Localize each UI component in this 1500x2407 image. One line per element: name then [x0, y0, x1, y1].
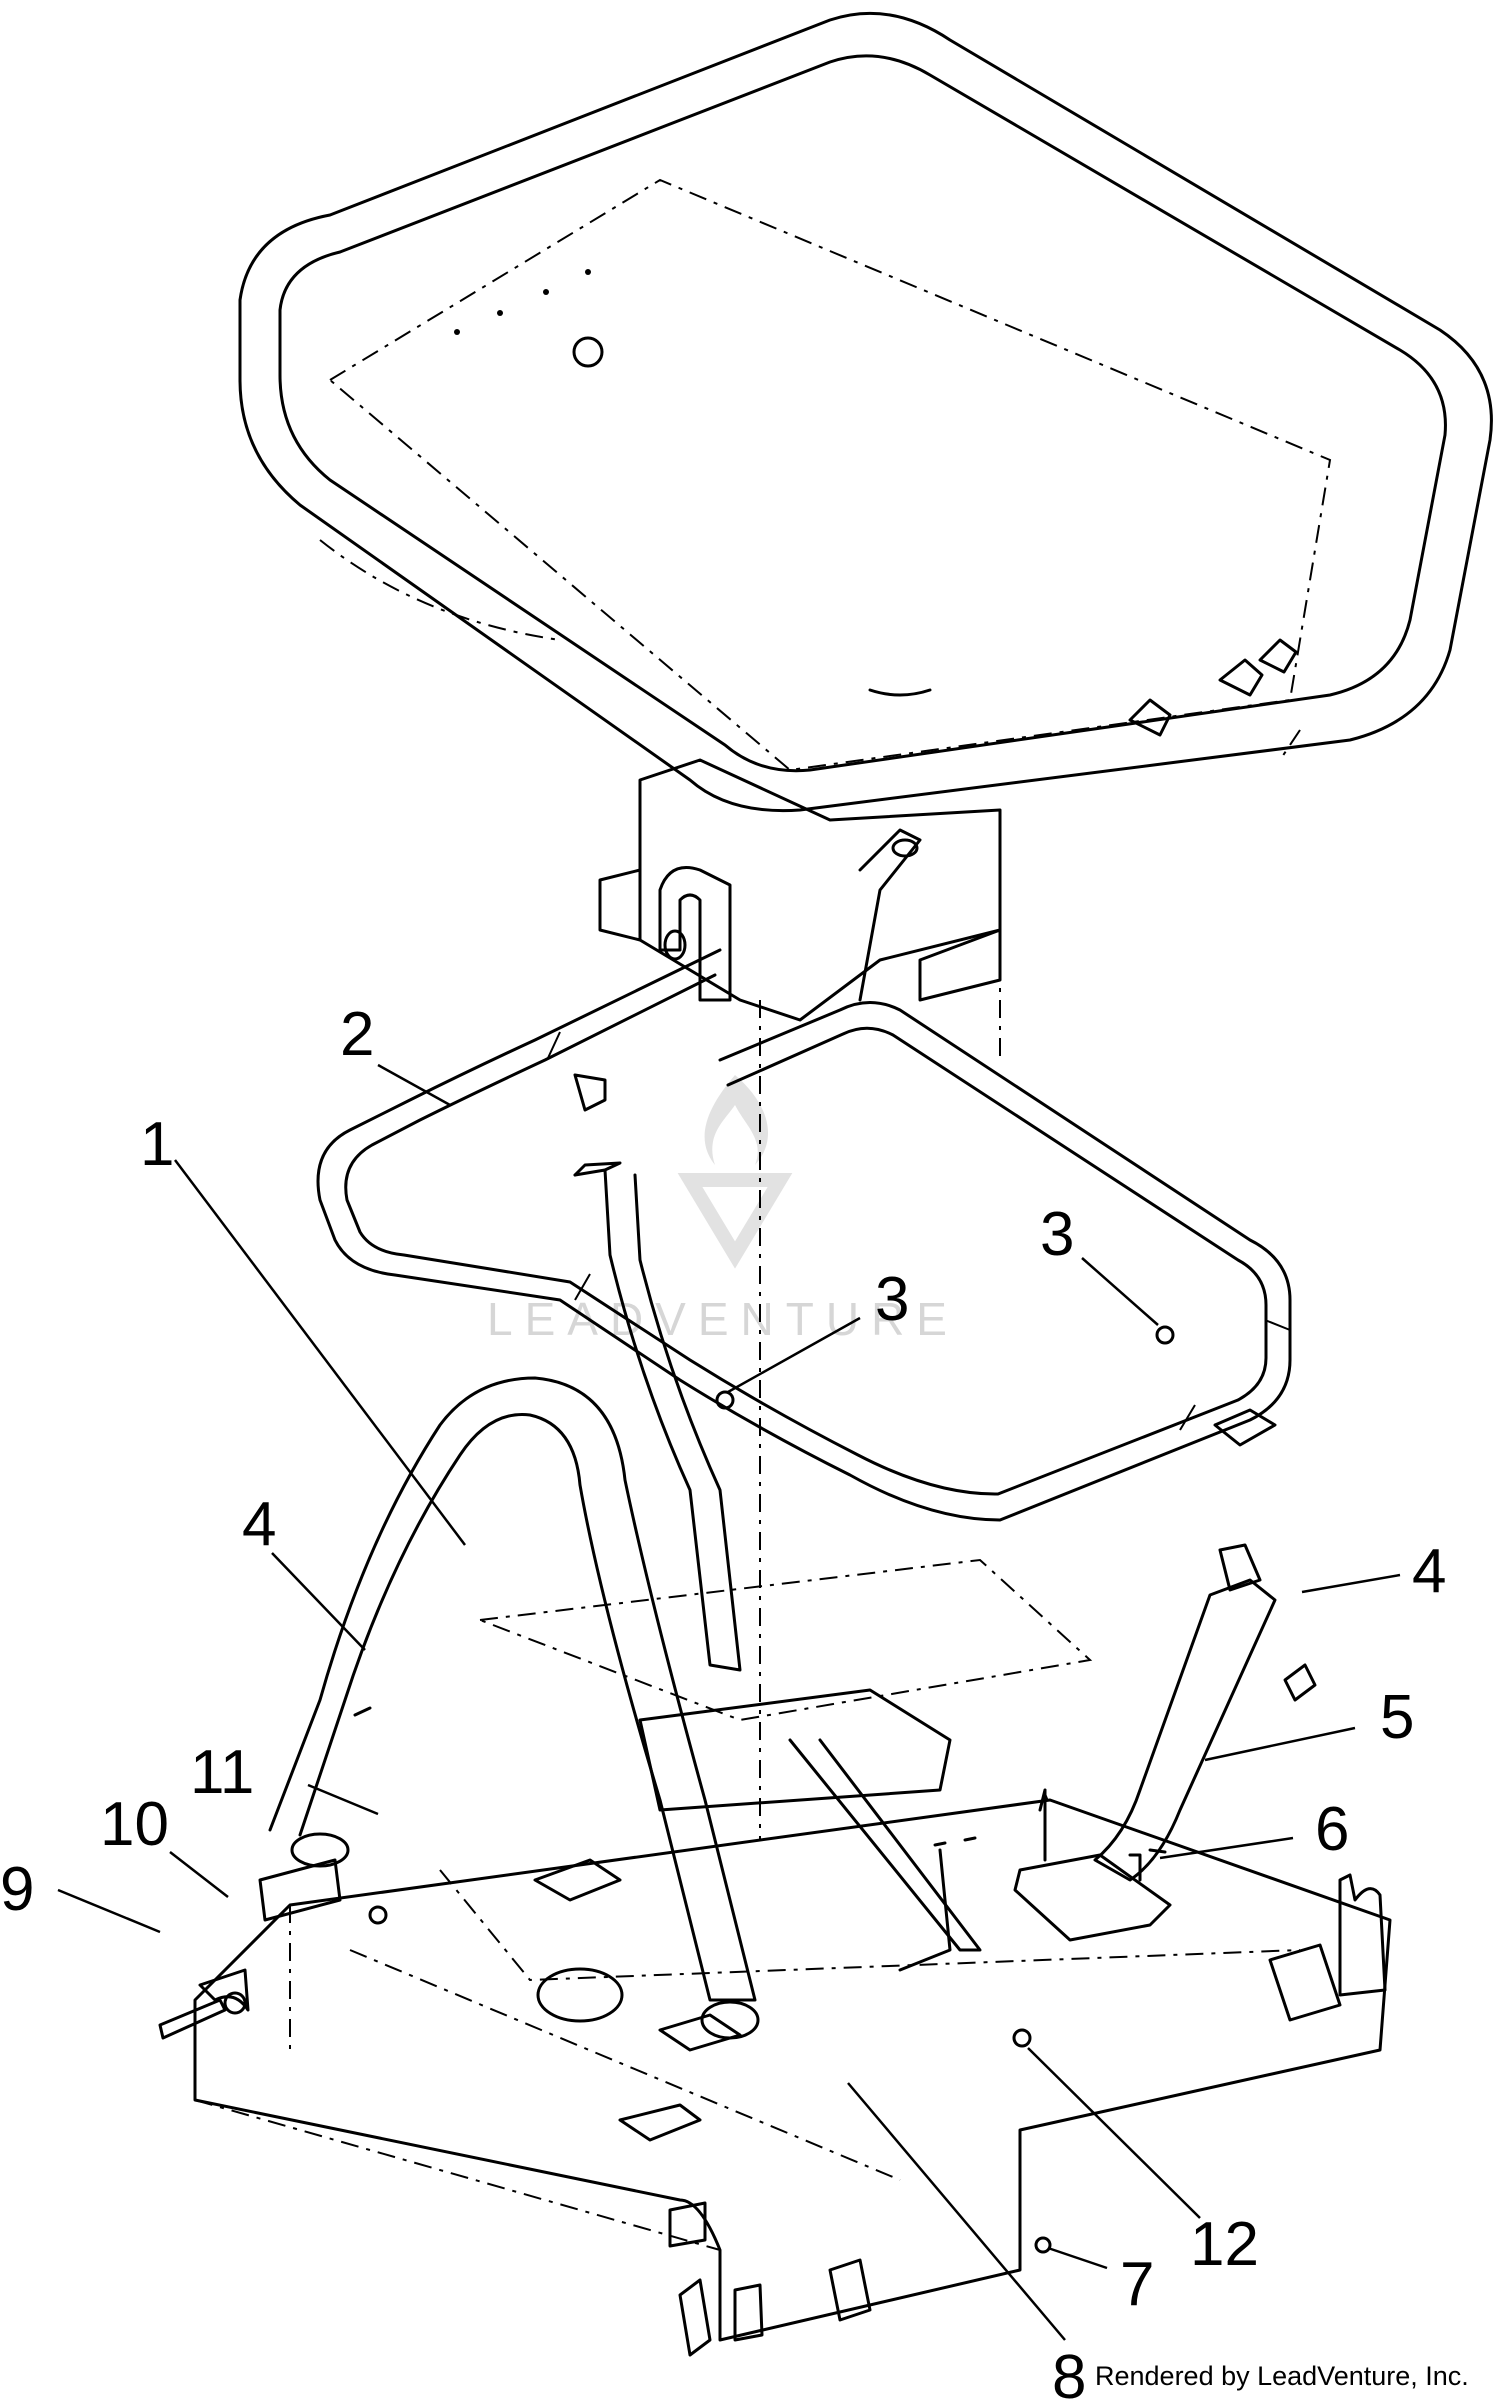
callout-5: 5	[1380, 1683, 1414, 1752]
callout-3-right: 3	[1040, 1200, 1074, 1269]
gearbox	[598, 758, 1002, 1840]
callout-12: 12	[1190, 2210, 1259, 2279]
callout-labels: 1 2 3 3 4 4 5 6 7 8 9 10 11 12	[0, 1000, 1446, 2407]
base-frame	[158, 1325, 1392, 2357]
callout-4-right: 4	[1412, 1537, 1446, 1606]
callout-9: 9	[0, 1855, 34, 1924]
callout-2: 2	[340, 1000, 374, 1069]
watermark-logo-icon	[677, 1075, 793, 1269]
callout-8: 8	[1052, 2343, 1086, 2407]
callout-1: 1	[140, 1110, 174, 1179]
callout-10: 10	[100, 1790, 169, 1859]
leader-lines	[57, 1063, 1401, 2341]
hopper	[238, 11, 1493, 813]
upper-frame-part-2	[316, 948, 1292, 1522]
callout-11: 11	[190, 1738, 254, 1807]
callout-4-left: 4	[242, 1490, 276, 1559]
callout-6: 6	[1315, 1795, 1349, 1864]
callout-7: 7	[1120, 2250, 1154, 2319]
legs-part-1-5	[268, 1161, 1277, 2040]
callout-3-left: 3	[875, 1265, 909, 1334]
rendered-by-credit: Rendered by LeadVenture, Inc.	[1095, 2361, 1469, 2391]
